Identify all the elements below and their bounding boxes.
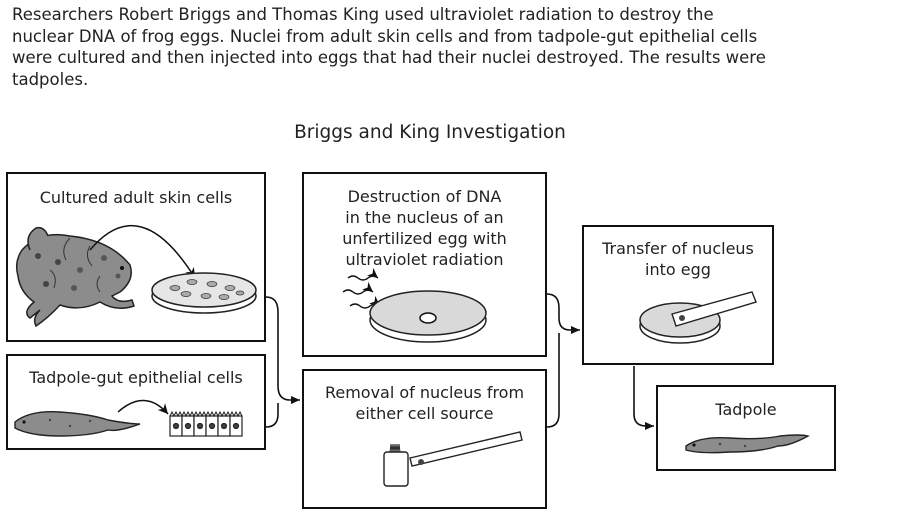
petri-dish-skin-cells	[151, 272, 257, 314]
connector-removal-to-transfer	[546, 333, 560, 428]
box-label-line: Destruction of DNA	[347, 187, 502, 206]
box-label: Tadpole	[715, 400, 777, 419]
intro-line: were cultured and then injected into egg…	[12, 48, 766, 67]
transfer-arrow-gut	[117, 399, 169, 415]
frog-illustration	[15, 226, 135, 328]
box-label-line: ultraviolet radiation	[345, 250, 504, 269]
box-label-line: in the nucleus of an	[345, 208, 504, 227]
transfer-arrow-skin	[89, 224, 196, 279]
box-label: Removal of nucleus from either cell sour…	[304, 382, 545, 424]
box-label: Tadpole-gut epithelial cells	[29, 368, 243, 387]
intro-line: Researchers Robert Briggs and Thomas Kin…	[12, 5, 714, 24]
micropipette-transfer	[671, 291, 757, 327]
box-label-line: unfertilized egg with	[342, 229, 507, 248]
intro-line: nuclear DNA of frog eggs. Nuclei from ad…	[12, 26, 758, 46]
tadpole-result-illustration	[685, 434, 810, 454]
diagram-title: Briggs and King Investigation	[294, 122, 566, 143]
connector-gut-to-removal	[265, 403, 279, 428]
micropipette-removal	[409, 431, 523, 467]
box-dna-destruction: Destruction of DNA in the nucleus of an …	[302, 172, 547, 357]
petri-dish-egg	[369, 290, 487, 343]
epithelial-cells-illustration	[169, 410, 243, 437]
box-label-line: either cell source	[355, 404, 494, 423]
intro-line: tadpoles.	[12, 69, 89, 89]
connector-destruction-to-transfer	[546, 293, 580, 334]
intro-paragraph: Researchers Robert Briggs and Thomas Kin…	[12, 4, 892, 90]
box-tadpole-result: Tadpole	[656, 385, 836, 471]
box-label-line: Removal of nucleus from	[324, 383, 525, 402]
box-label: Transfer of nucleus into egg	[584, 238, 772, 280]
connector-skin-to-removal	[265, 296, 300, 404]
box-label-line: into egg	[645, 260, 711, 279]
connector-transfer-to-tadpole	[633, 366, 654, 430]
uv-radiation-arrows	[342, 267, 381, 309]
box-label-line: Transfer of nucleus	[602, 239, 754, 258]
box-label: Cultured adult skin cells	[39, 188, 233, 207]
box-label: Destruction of DNA in the nucleus of an …	[304, 186, 545, 270]
cell-tube-illustration	[383, 443, 409, 487]
tadpole-source-illustration	[14, 411, 141, 437]
box-tadpole-gut-cells: Tadpole-gut epithelial cells	[6, 354, 266, 450]
